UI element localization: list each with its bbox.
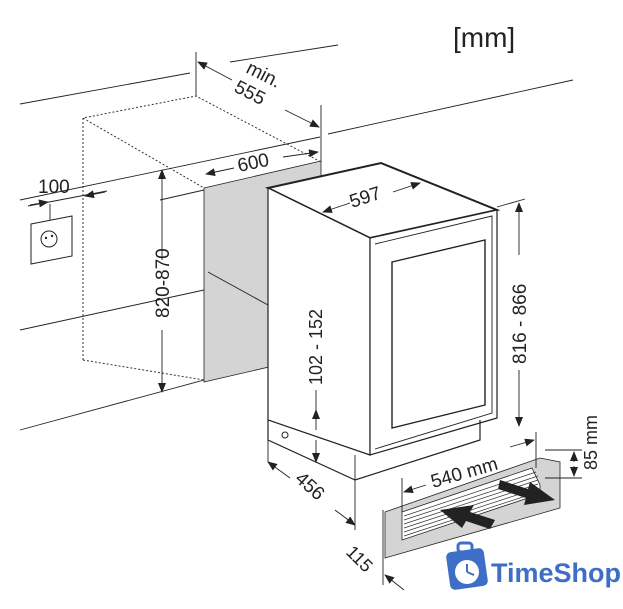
watermark-text: TimeShop xyxy=(491,558,621,588)
vent-height-value: 85 mm xyxy=(581,415,601,470)
ventilation-grille xyxy=(384,457,561,559)
socket-offset-value: 100 xyxy=(38,177,70,198)
vent-height-dimension: 85 mm xyxy=(545,415,601,479)
plinth-height-value: 102 - 152 xyxy=(306,309,326,385)
socket-offset-dimension: 100 xyxy=(27,177,108,222)
niche-height-dimension: 820-870 xyxy=(153,169,174,393)
niche-outline xyxy=(82,95,322,381)
appliance-height-value: 816 - 866 xyxy=(510,284,531,364)
power-socket-icon xyxy=(30,215,73,265)
wine-cooler-appliance xyxy=(264,161,501,481)
vent-depth-value: 115 xyxy=(342,542,376,576)
units-label: [mm] xyxy=(453,22,515,53)
appliance-height-dimension: 816 - 866 xyxy=(496,198,531,427)
appliance-depth-value: 456 xyxy=(291,468,329,505)
timeshop-logo: TimeShop xyxy=(446,541,621,590)
niche-height-value: 820-870 xyxy=(153,248,174,318)
appliance-depth-dimension: 456 xyxy=(267,440,356,530)
air-out-arrow-icon xyxy=(498,480,555,505)
plinth-height-dimension: 102 - 152 xyxy=(306,309,326,463)
niche-depth-dimension: min. 555 xyxy=(195,52,322,162)
air-in-arrow-icon xyxy=(440,505,495,529)
